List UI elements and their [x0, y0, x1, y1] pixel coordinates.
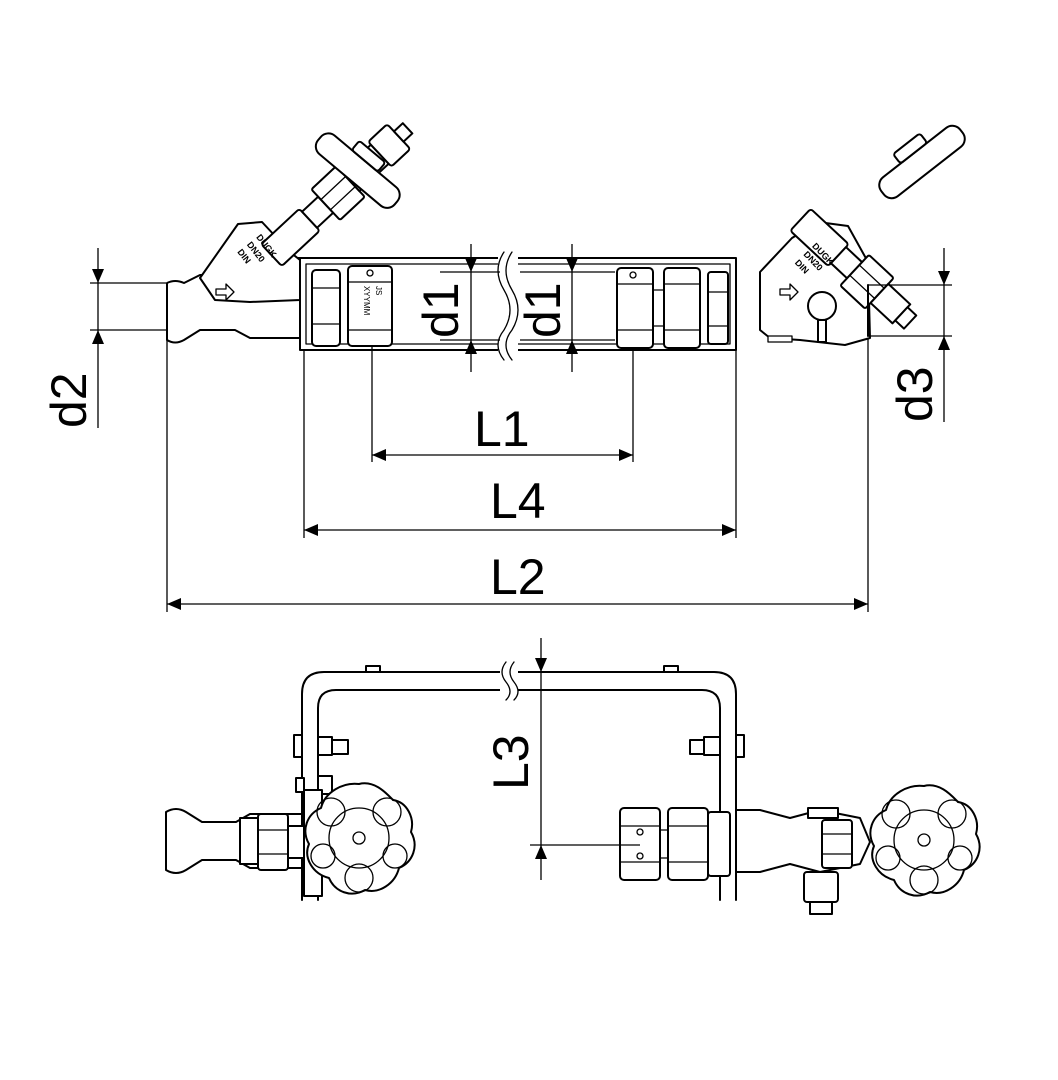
d1-label: d1	[515, 282, 571, 338]
left-angle-valve: DUGK DN20 DIN	[199, 122, 414, 303]
d1-dimension-right: d1	[515, 244, 615, 372]
u-frame	[293, 661, 745, 901]
break-mark-icon	[497, 250, 519, 361]
d2-label: d2	[41, 372, 97, 428]
L1-label: L1	[474, 401, 530, 457]
L2-dimension: L2	[166, 338, 869, 612]
handwheel-icon	[869, 784, 981, 897]
L3-label: L3	[483, 734, 539, 790]
top-view: DUGK DN20 DIN DUGK	[41, 122, 966, 612]
meter-frame: JS XYYMM	[299, 250, 737, 361]
right-side-assembly	[619, 807, 871, 915]
d2-dimension: d2	[41, 248, 166, 428]
L1-dimension: L1	[371, 346, 634, 462]
L4-label: L4	[490, 473, 546, 529]
left-side-assembly	[165, 789, 323, 897]
meter-marking-line1: JS	[374, 286, 383, 295]
handwheel-icon	[304, 782, 416, 895]
L4-dimension: L4	[303, 350, 737, 538]
L3-dimension: L3	[483, 638, 640, 880]
flow-arrow-icon	[215, 283, 235, 301]
break-mark-icon	[500, 661, 519, 701]
d3-dimension: d3	[868, 248, 952, 422]
right-angle-valve: DUGK DN20 DIN	[759, 124, 966, 346]
d1-dimension-left: d1	[413, 244, 500, 372]
L2-label: L2	[490, 549, 546, 605]
meter-marking-line2: XYYMM	[362, 286, 371, 316]
meter-marking: JS XYYMM	[362, 286, 383, 316]
side-view: L3	[165, 638, 981, 915]
d1-label: d1	[413, 282, 469, 338]
d3-label: d3	[887, 366, 943, 422]
flow-arrow-icon	[779, 283, 799, 301]
